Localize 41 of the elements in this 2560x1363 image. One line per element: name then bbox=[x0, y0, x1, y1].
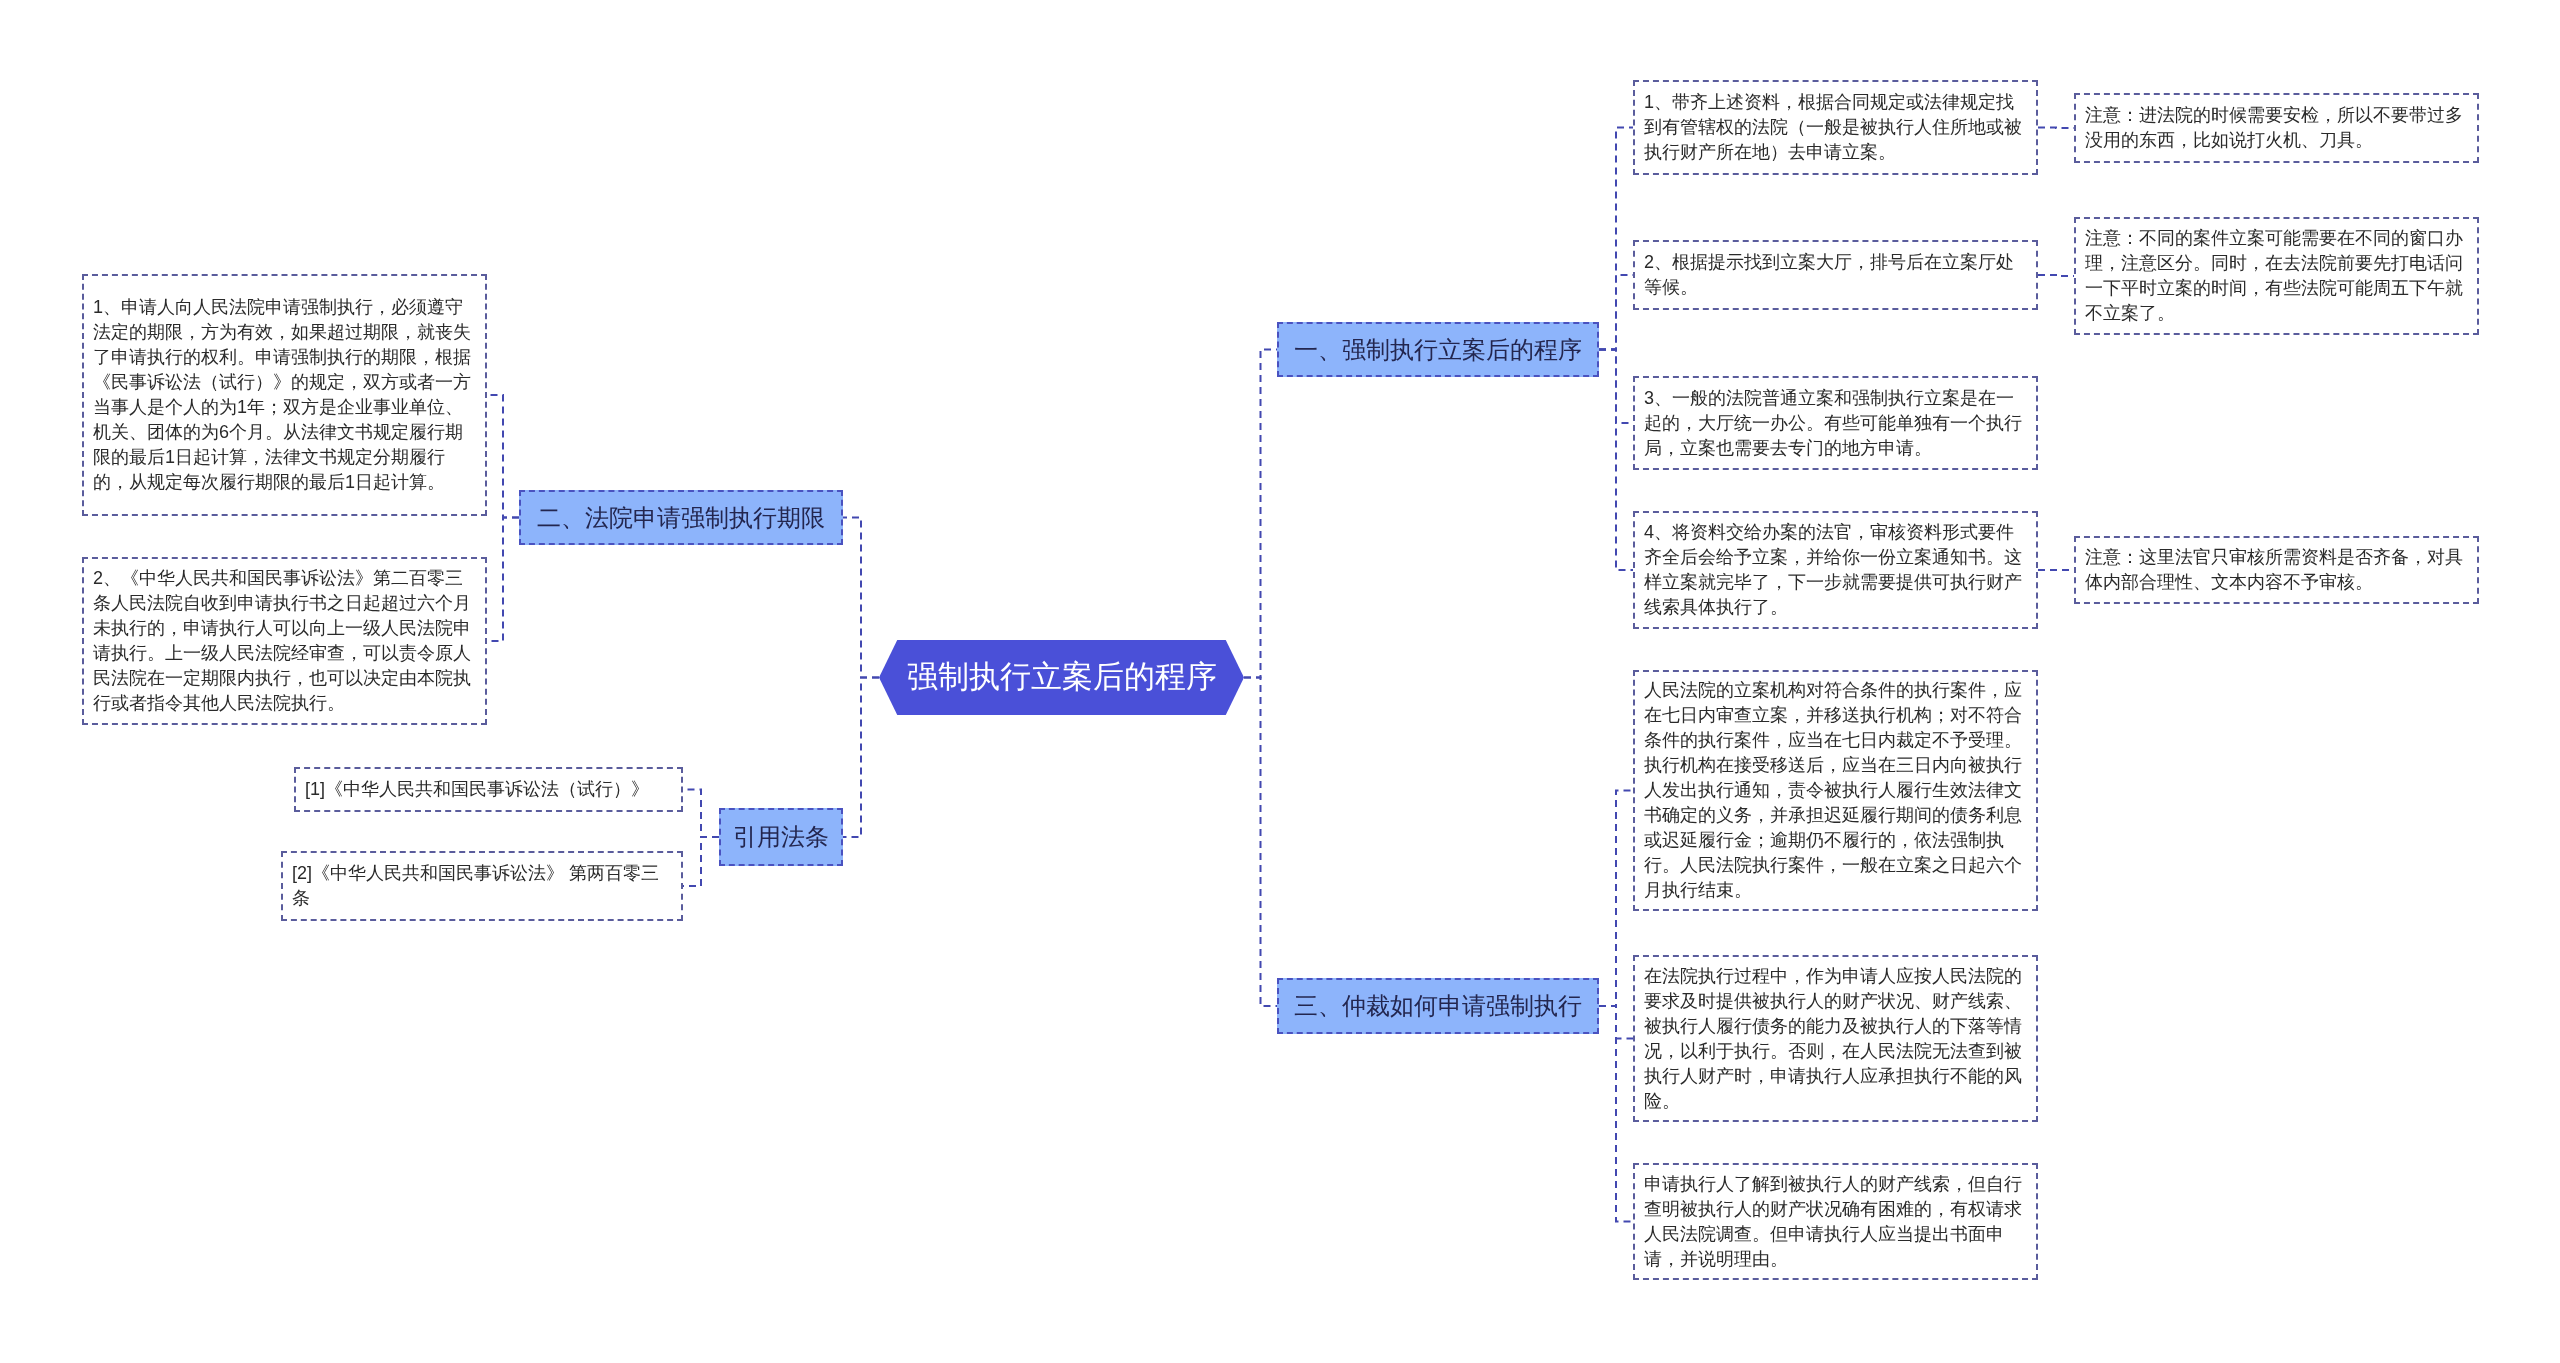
connector-line bbox=[1598, 1005, 1634, 1223]
topic-text: 引用法条 bbox=[733, 822, 829, 852]
note-text: [1]《中华人民共和国民事诉讼法（试行）》 bbox=[305, 778, 650, 801]
note-text: [2]《中华人民共和国民事诉讼法》 第两百零三条 bbox=[292, 862, 660, 910]
note-box bbox=[1633, 955, 2038, 1122]
topic-box bbox=[519, 490, 843, 545]
note-text: 4、将资料交给办案的法官，审核资料形式要件齐全后会给予立案，并给你一份立案通知书。这样立案就完毕了，下一步就需要提供可执行财产线索具体执行了。 bbox=[1644, 521, 2023, 619]
note-text: 1、申请人向人民法院申请强制执行，必须遵守法定的期限，方为有效，如果超过期限，就丧失了申请执行的权利。申请强制执行的期限，根据《民事诉讼法（试行）》的规定，双方或者一方当事人是个人的为1年；双方是企业事业单位、机关、团体的为6个月。从法律文书规定履行期限的最后1日起计算，法律文书规定分期履行的，从规定每次履行期限的最后1日起计算。 bbox=[93, 296, 472, 494]
note-text: 在法院执行过程中，作为申请人应按人民法院的要求及时提供被执行人的财产状况、财产线索、被执行人履行债务的能力及被执行人的下落等情况，以利于执行。否则，在人民法院无法查到被执行人财产时，申请执行人应承担执行不能的风险。 bbox=[1644, 964, 2023, 1113]
note-text: 人民法院的立案机构对符合条件的执行案件，应在七日内审查立案，并移送执行机构；对不符合条件的执行案件，应当在七日内裁定不予受理。执行机构在接受移送后，应当在三日内向被执行人发出执行通知，责令被执行人履行生效法律文书确定的义务，并承担迟延履行期间的债务利息或迟延履行金；逾期仍不履行的，依法强制执行。人民法院执行案件，一般在立案之日起六个月执行结束。 bbox=[1644, 679, 2023, 902]
note-box bbox=[2074, 536, 2479, 604]
note-box bbox=[294, 767, 683, 812]
note-box bbox=[1633, 80, 2038, 175]
note-box bbox=[1633, 1163, 2038, 1280]
note-box bbox=[2074, 93, 2479, 163]
note-text: 3、一般的法院普通立案和强制执行立案是在一起的，大厅统一办公。有些可能单独有一个执行局，立案也需要去专门的地方申请。 bbox=[1644, 386, 2023, 460]
note-box bbox=[1633, 511, 2038, 629]
note-text: 注意：这里法官只审核所需资料是否齐备，对具体内部合理性、文本内容不予审核。 bbox=[2085, 546, 2464, 594]
note-text: 1、带齐上述资料，根据合同规定或法律规定找到有管辖权的法院（一般是被执行人住所地或被执行财产所在地）去申请立案。 bbox=[1644, 91, 2023, 164]
topic-text: 一、强制执行立案后的程序 bbox=[1294, 334, 1582, 365]
connector-line bbox=[1598, 348, 1634, 571]
note-box bbox=[2074, 217, 2479, 335]
topic-text: 二、法院申请强制执行期限 bbox=[537, 502, 825, 533]
root-title: 强制执行立案后的程序 bbox=[905, 658, 1218, 697]
note-text: 注意：不同的案件立案可能需要在不同的窗口办理，注意区分。同时，在去法院前要先打电话问一下平时立案的时间，有些法院可能周五下午就不立案了。 bbox=[2085, 227, 2464, 325]
note-box bbox=[1633, 240, 2038, 310]
note-box bbox=[82, 557, 487, 725]
hexagon-node bbox=[879, 640, 1244, 715]
note-text: 注意：进法院的时候需要安检，所以不要带过多没用的东西，比如说打火机、刀具。 bbox=[2085, 104, 2464, 152]
topic-box bbox=[719, 808, 843, 866]
topic-box bbox=[1277, 978, 1599, 1034]
note-box bbox=[82, 274, 487, 516]
note-text: 2、根据提示找到立案大厅，排号后在立案厅处等候。 bbox=[1644, 251, 2015, 299]
topic-box bbox=[1277, 322, 1599, 377]
note-text: 申请执行人了解到被执行人的财产线索，但自行查明被执行人的财产状况确有困难的，有权请求人民法院调查。但申请执行人应当提出书面申请，并说明理由。 bbox=[1644, 1172, 2023, 1271]
note-text: 2、《中华人民共和国民事诉讼法》第二百零三条人民法院自收到申请执行书之日起超过六个月未执行的，申请执行人可以向上一级人民法院申请执行。上一级人民法院经审查，可以责令原人民法院在一定期限内执行，也可以决定由本院执行或者指令其他人民法院执行。 bbox=[93, 567, 472, 715]
note-box bbox=[1633, 376, 2038, 470]
note-box bbox=[281, 851, 683, 921]
connector-line bbox=[842, 676, 880, 838]
topic-text: 三、仲裁如何申请强制执行 bbox=[1294, 991, 1582, 1021]
connector-line bbox=[1243, 676, 1278, 1007]
